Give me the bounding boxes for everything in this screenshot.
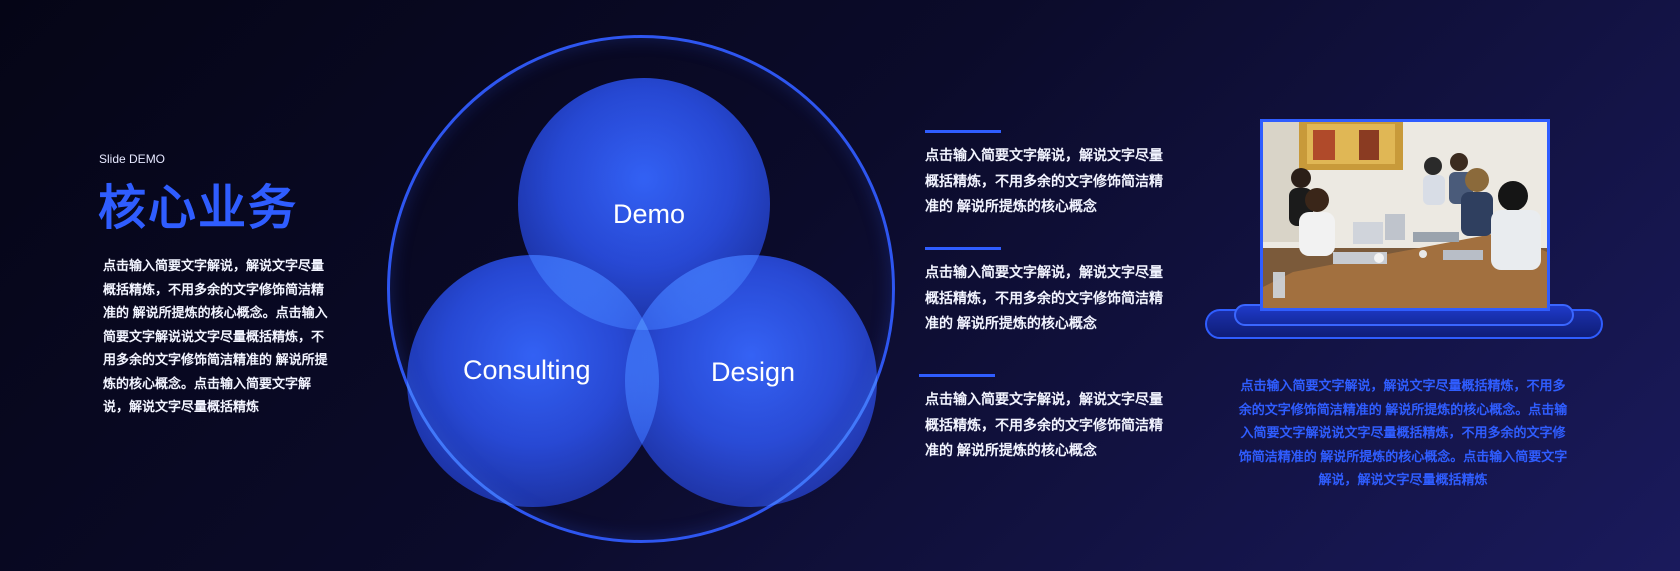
laptop-mockup xyxy=(1200,117,1610,347)
accent-line xyxy=(925,247,1001,250)
text-item: 点击输入简要文字解说，解说文字尽量概括精炼，不用多余的文字修饰简洁精准的 解说所… xyxy=(919,374,1165,464)
text-item: 点击输入简要文字解说，解说文字尽量概括精炼，不用多余的文字修饰简洁精准的 解说所… xyxy=(925,247,1165,337)
venn-circle-design xyxy=(625,255,877,507)
venn-label-design: Design xyxy=(711,357,796,387)
text-item-body: 点击输入简要文字解说，解说文字尽量概括精炼，不用多余的文字修饰简洁精准的 解说所… xyxy=(925,264,1163,331)
venn-label-consulting: Consulting xyxy=(463,355,591,385)
text-item-body: 点击输入简要文字解说，解说文字尽量概括精炼，不用多余的文字修饰简洁精准的 解说所… xyxy=(925,391,1163,458)
team-meeting-photo xyxy=(1260,119,1550,311)
photo-caption: 点击输入简要文字解说，解说文字尽量概括精炼，不用多余的文字修饰简洁精准的 解说所… xyxy=(1238,378,1568,487)
page-title: 核心业务 xyxy=(98,182,299,235)
text-item-body: 点击输入简要文字解说，解说文字尽量概括精炼，不用多余的文字修饰简洁精准的 解说所… xyxy=(925,147,1163,214)
venn-circle-consulting xyxy=(407,255,659,507)
text-item: 点击输入简要文字解说，解说文字尽量概括精炼，不用多余的文字修饰简洁精准的 解说所… xyxy=(925,130,1165,220)
photo-illustration xyxy=(1263,122,1547,308)
slide-label: Slide DEMO xyxy=(99,152,166,166)
intro-paragraph: 点击输入简要文字解说，解说文字尽量概括精炼，不用多余的文字修饰简洁精准的 解说所… xyxy=(103,258,328,414)
venn-diagram: Demo Consulting Design xyxy=(383,33,903,553)
outer-ring xyxy=(387,35,895,543)
accent-line xyxy=(919,374,995,377)
venn-label-demo: Demo xyxy=(613,199,686,229)
accent-line xyxy=(925,130,1001,133)
